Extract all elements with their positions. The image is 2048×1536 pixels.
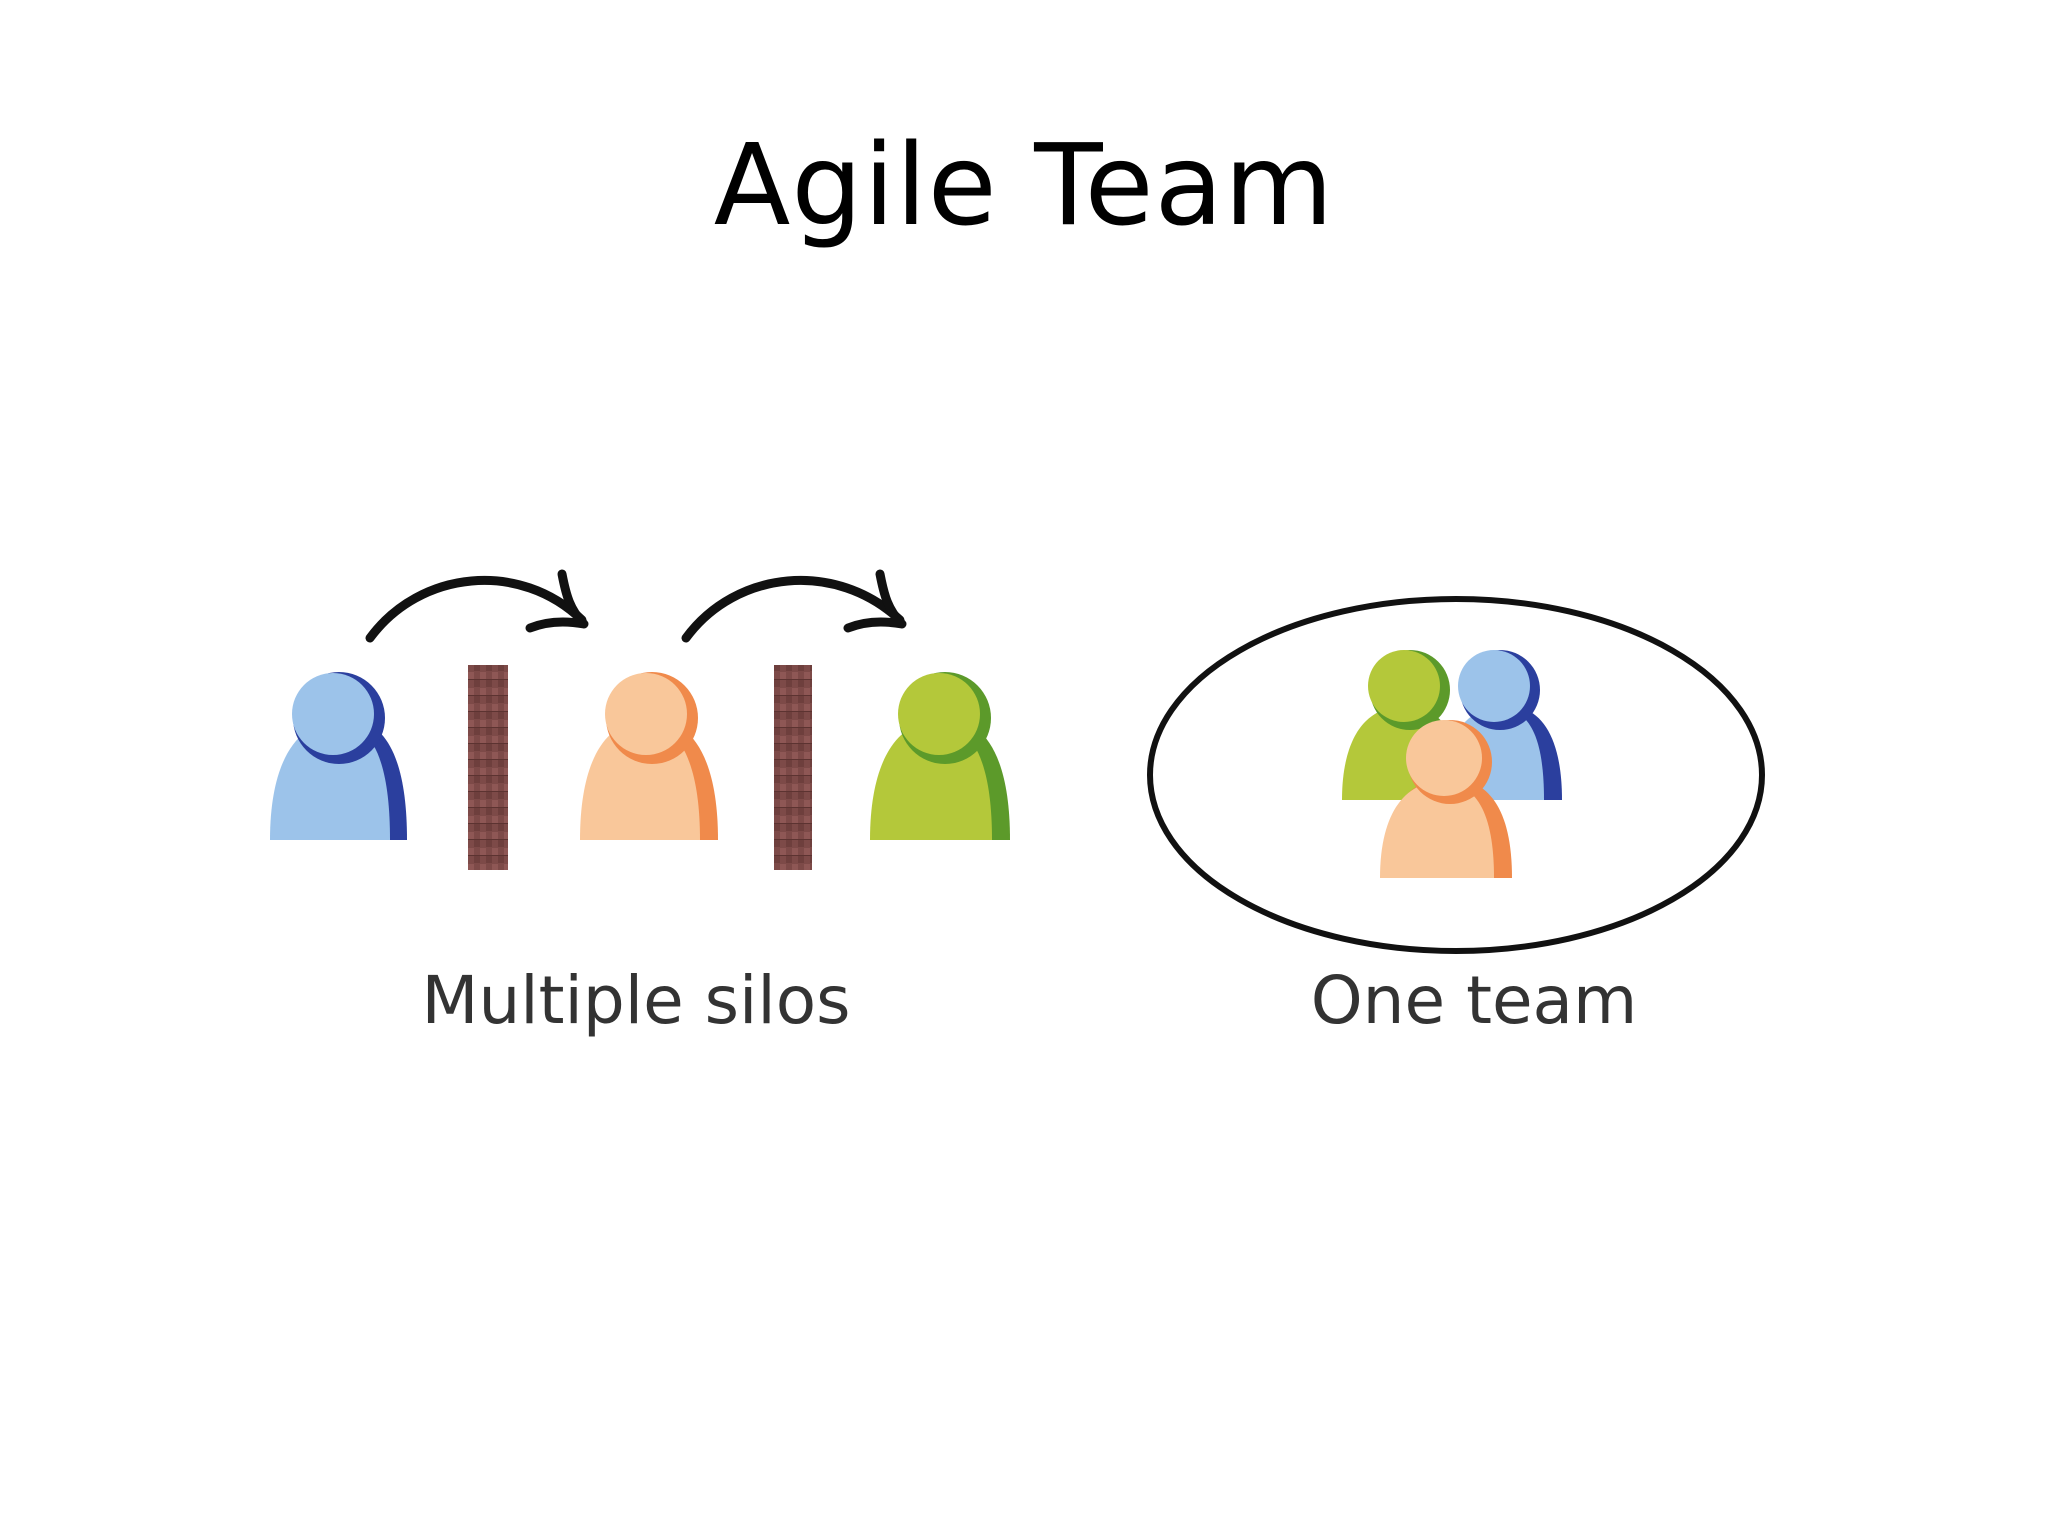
orange-person-icon	[580, 672, 718, 840]
silos-caption: Multiple silos	[421, 962, 851, 1039]
one-team-caption: One team	[1310, 962, 1638, 1039]
handoff-arrow-icon	[681, 569, 907, 643]
one-team-group	[1147, 596, 1765, 954]
blue-person-icon	[270, 672, 407, 840]
slide-title: Agile Team	[713, 121, 1335, 251]
silo-wall-icon	[468, 665, 508, 870]
green-person-icon	[870, 672, 1010, 840]
orange-person-icon	[1380, 720, 1512, 878]
silo-wall-icon	[774, 665, 812, 870]
team-ellipse	[1147, 596, 1765, 954]
silos-group	[270, 569, 1010, 870]
handoff-arrow-icon	[365, 569, 589, 643]
